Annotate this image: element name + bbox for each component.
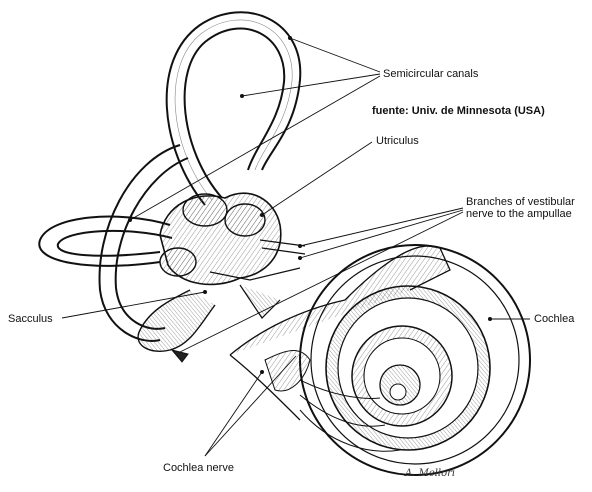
leader-sacculus [61, 291, 206, 319]
leader-cochlea-nerve-2 [204, 355, 297, 457]
label-branches-line2: nerve to the ampullae [466, 208, 572, 220]
leader-lines [61, 37, 530, 457]
label-branches-line1: Branches of vestibular [466, 196, 575, 208]
leader-semicircular-2 [241, 73, 381, 97]
cochlea-illustration [229, 244, 531, 476]
leader-branches-3 [179, 211, 464, 353]
label-cochlea-nerve: Cochlea nerve [163, 462, 234, 474]
leader-branches-2 [299, 209, 464, 259]
label-sacculus: Sacculus [8, 313, 53, 325]
leader-cochlea-nerve-1 [204, 371, 263, 457]
leader-branches-1 [299, 207, 464, 247]
leader-dots [128, 36, 492, 374]
label-semicircular-canals: Semicircular canals [383, 68, 479, 80]
source-note: fuente: Univ. de Minnesota (USA) [372, 105, 545, 117]
label-utriculus: Utriculus [376, 135, 419, 147]
artist-signature: A. Mellori [405, 468, 456, 479]
leader-utriculus [261, 141, 373, 216]
leader-semicircular-3 [129, 75, 381, 221]
leader-semicircular-1 [289, 37, 381, 73]
label-cochlea: Cochlea [534, 313, 575, 325]
